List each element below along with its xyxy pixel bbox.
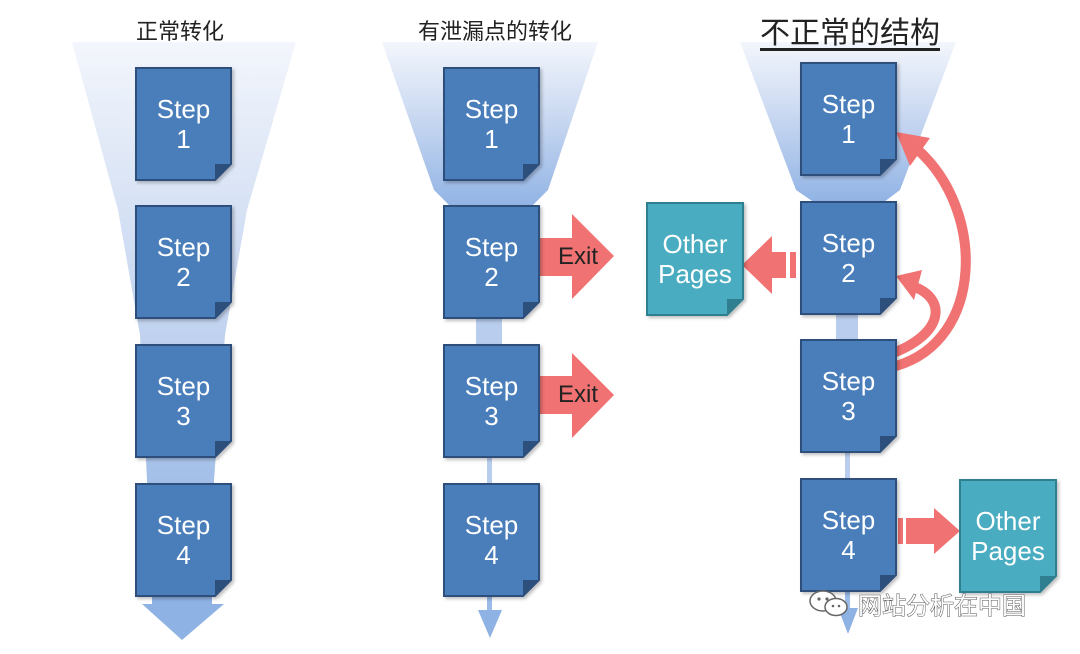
card-label: Step [157,371,211,401]
card-fold [523,580,539,596]
card-label: Step [822,228,876,258]
card-label: Step [465,232,519,262]
card-label: Step [822,89,876,119]
funnel-down-arrow [838,608,858,634]
wechat-icon [809,590,848,617]
card-fold [880,575,896,591]
card-number: 1 [176,124,190,154]
funnel-narrow-stem [836,314,858,344]
arrow-to-other-pages-right [898,508,960,554]
card-label: Other [975,506,1040,536]
funnel-thin-stem [845,452,850,482]
loop-arrow-step3-to-step2 [883,270,941,360]
funnel-narrow-stem [476,318,502,348]
card-fold [523,441,539,457]
card-number: 2 [841,258,855,288]
card-fold [1040,576,1056,592]
card-fold [523,164,539,180]
card-fold [215,441,231,457]
card-fold [880,298,896,314]
card-label: Step [822,366,876,396]
card-label: Step [157,94,211,124]
card-number: 4 [841,535,855,565]
card-number: 4 [176,540,190,570]
title-leaky-conversion: 有泄漏点的转化 [417,20,572,45]
funnel-thin-stem [487,596,492,610]
card-number: 2 [484,262,498,292]
card-number: 3 [841,396,855,426]
title-abnormal-structure: 不正常的结构 [760,16,940,51]
loop-arrow-step3-to-step1 [891,132,971,371]
cards-layer: Step1Step2Step3Step4Step1Step2Step3Step4… [135,62,1057,597]
exit-arrow-2: Exit [538,353,614,438]
exit-label: Exit [558,243,598,270]
funnel-down-arrow [478,610,502,638]
card-label: Step [157,510,211,540]
card-number: Pages [658,259,732,289]
card-number: 3 [484,401,498,431]
watermark-text: 网站分析在中国 [858,591,1027,620]
title-normal-conversion: 正常转化 [135,20,224,45]
card-number: 4 [484,540,498,570]
arrow-to-other-pages-left [742,236,796,294]
card-label: Step [157,232,211,262]
card-fold [215,164,231,180]
card-fold [523,302,539,318]
card-number: 3 [176,401,190,431]
card-fold [215,302,231,318]
card-label: Step [822,505,876,535]
funnel-down-arrow [142,592,224,640]
watermark: 网站分析在中国 [808,586,1058,620]
exit-arrow-1: Exit [538,214,614,299]
funnel-thin-stem [487,458,492,486]
card-label: Step [465,94,519,124]
card-fold [727,299,743,315]
card-label: Step [465,371,519,401]
exit-label: Exit [558,381,598,408]
card-number: 1 [841,119,855,149]
card-fold [215,580,231,596]
funnel-thin-stem [845,590,850,608]
card-number: Pages [971,536,1045,566]
card-label: Other [662,229,727,259]
card-fold [880,436,896,452]
card-number: 1 [484,124,498,154]
card-number: 2 [176,262,190,292]
card-label: Step [465,510,519,540]
card-fold [880,159,896,175]
